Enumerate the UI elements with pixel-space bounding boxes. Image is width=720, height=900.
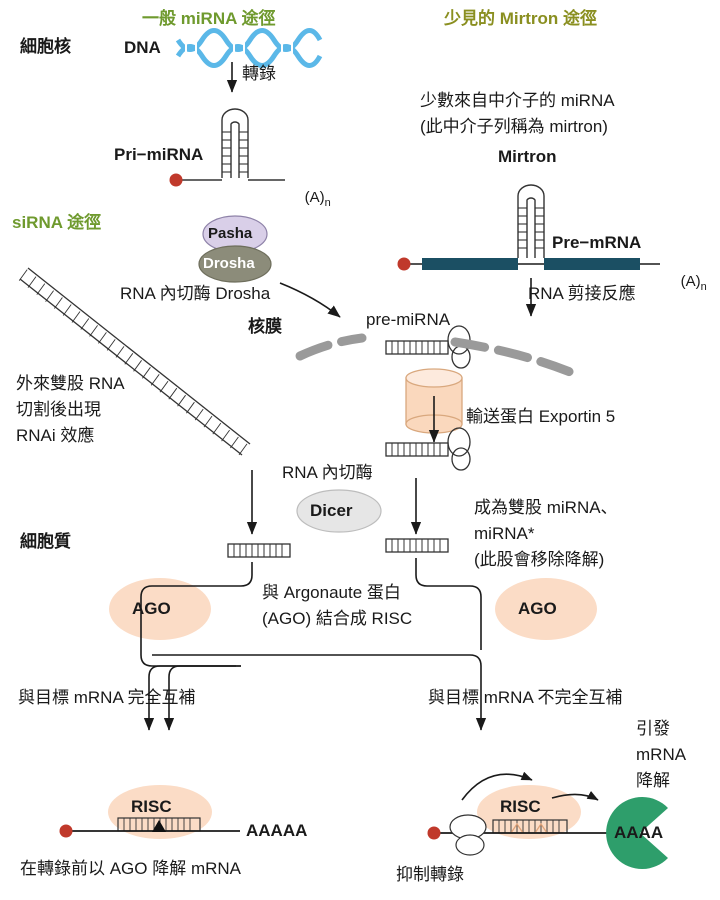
note-risc-line2: (AGO) 結合成 RISC [262, 609, 413, 628]
pathway-sirna-title: siRNA 途徑 [12, 213, 102, 232]
label-risc-right: RISC [500, 797, 541, 816]
label-target-right-polya: AAAA [614, 823, 664, 842]
label-imperfect-match: 與目標 mRNA 不完全互補 [428, 688, 623, 707]
note-mirtron-line2: (此中介子列稱為 mirtron) [420, 117, 608, 136]
note-duplex-line2: miRNA* [474, 524, 535, 543]
label-trigger-line1: 引發 [636, 719, 670, 738]
cleavage-marker [152, 820, 166, 832]
pathway-mirna-title: 一般 miRNA 途徑 [142, 9, 276, 28]
note-sirna-line2: 切割後出現 [16, 400, 101, 419]
label-risc-left: RISC [131, 797, 172, 816]
arrow-to-degradation [551, 790, 599, 801]
pre-mirna-above [385, 325, 471, 369]
label-polya-left: (A) [304, 189, 325, 207]
label-drosha: Drosha [203, 255, 255, 272]
label-polya-right-sub: n [700, 281, 707, 294]
label-pri-mirna: Pri−miRNA [114, 145, 204, 164]
nuclear-membrane [295, 333, 575, 377]
label-cytoplasm: 細胞質 [20, 532, 71, 551]
arrow-drosha-to-premirna [279, 282, 341, 318]
pathway-mirtron-title: 少見的 Mirtron 途徑 [444, 9, 597, 28]
label-trigger-line3: 降解 [636, 771, 670, 790]
pre-mrna-bar [397, 257, 660, 271]
label-ago-right: AGO [518, 599, 557, 618]
label-ago-left: AGO [132, 599, 171, 618]
cap-dot-target-right [427, 826, 441, 840]
label-nucleus: 細胞核 [20, 37, 71, 56]
label-pre-mrna: Pre−mRNA [552, 233, 642, 252]
duplex-left [227, 543, 291, 558]
risc-left-guide-strand [117, 817, 201, 832]
cap-dot-pri-mirna [169, 173, 183, 187]
label-dicer: Dicer [310, 501, 353, 520]
note-sirna-line3: RNAi 效應 [16, 426, 95, 445]
ribosome-shape [449, 814, 487, 856]
step-transcription: 轉錄 [242, 64, 276, 83]
note-duplex-line3: (此股會移除降解) [474, 550, 605, 569]
exportin5-cylinder [405, 368, 463, 434]
label-polya-right: (A) [680, 273, 701, 291]
label-mirtron: Mirtron [498, 147, 557, 166]
step-drosha-cut: RNA 內切酶 Drosha [120, 284, 271, 303]
cap-dot-target-left [59, 824, 73, 838]
risc-right-guide-strand [492, 819, 568, 834]
label-perfect-match: 與目標 mRNA 完全互補 [18, 688, 196, 707]
label-trigger-line2: mRNA [636, 745, 687, 764]
label-target-left-polya: AAAAA [246, 821, 308, 840]
step-splicing: RNA 剪接反應 [528, 284, 636, 303]
note-mirtron-line1: 少數來自中介子的 miRNA [420, 91, 615, 110]
label-degrade-left: 在轉錄前以 AGO 降解 mRNA [20, 859, 242, 878]
step-exportin: 輸送蛋白 Exportin 5 [466, 407, 616, 426]
label-pasha: Pasha [208, 225, 253, 242]
label-dna: DNA [124, 38, 161, 57]
label-pre-mirna: pre-miRNA [366, 310, 451, 329]
pre-mirna-below [385, 427, 471, 471]
mirtron-hairpin [517, 184, 545, 258]
dna-duplex [175, 28, 323, 68]
note-duplex-line1: 成為雙股 miRNA、 [474, 498, 618, 517]
note-risc-line1: 與 Argonaute 蛋白 [262, 583, 401, 602]
duplex-right [385, 538, 449, 553]
label-polya-left-sub: n [324, 197, 331, 210]
label-inhibit-translation: 抑制轉錄 [396, 865, 464, 884]
step-dicer-label: RNA 內切酶 [282, 463, 373, 482]
note-sirna-line1: 外來雙股 RNA [16, 374, 125, 393]
label-nuclear-membrane: 核膜 [248, 317, 282, 336]
